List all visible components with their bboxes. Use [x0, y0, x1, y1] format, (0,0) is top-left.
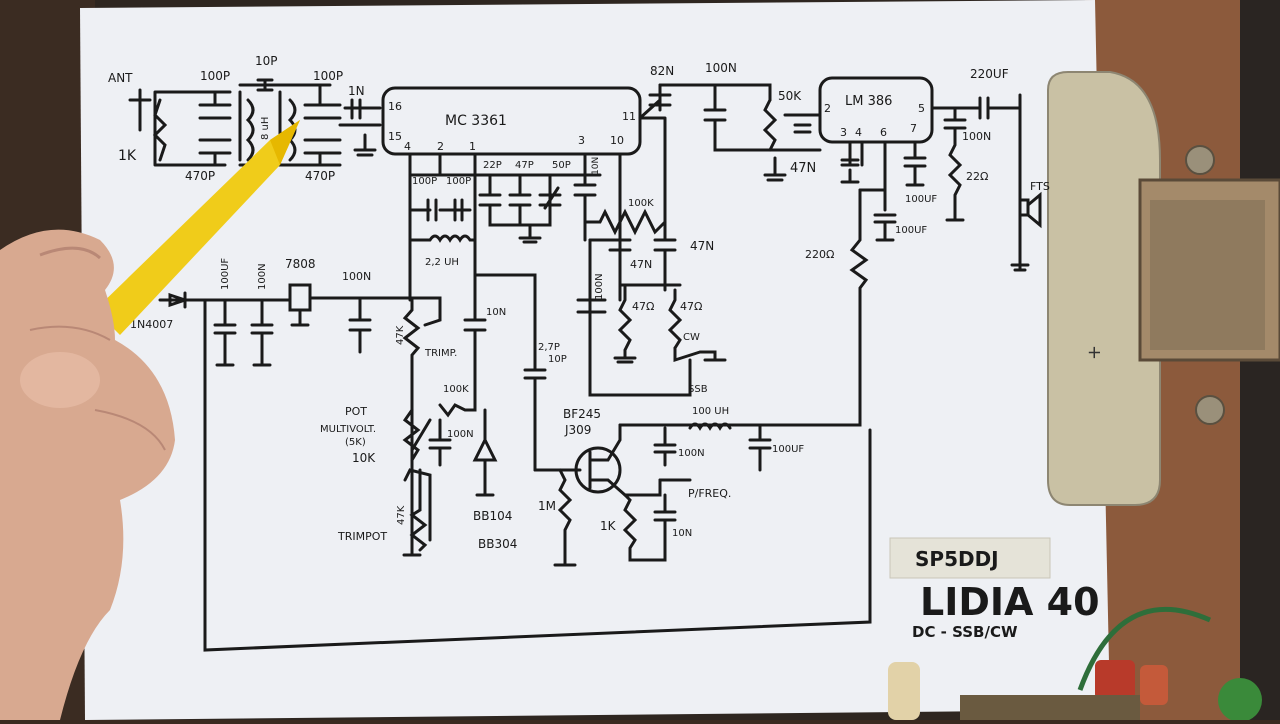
paper-sheet [80, 0, 1110, 720]
label-p-freq: P/FREQ. [688, 487, 731, 500]
label-ant: ANT [108, 71, 133, 85]
label-cw: CW [683, 332, 700, 343]
label-pin1: 1 [469, 140, 476, 153]
binder-clip: + [1047, 71, 1280, 506]
hand [0, 229, 175, 721]
project-title: LIDIA 40 [920, 580, 1100, 624]
label-r-220: 220Ω [805, 248, 834, 261]
label-c-220uf: 220UF [970, 67, 1009, 81]
label-lm-pin4: 4 [855, 126, 862, 139]
label-r-1k-src: 1K [600, 519, 617, 533]
label-pin4: 4 [404, 140, 411, 153]
label-c-47n-top: 47N [790, 161, 816, 176]
label-lm-pin6: 6 [880, 126, 887, 139]
yellow-pencil [95, 120, 300, 335]
label-l-100uh: 100 UH [692, 406, 729, 417]
label-r-47-b: 47Ω [680, 300, 702, 313]
schematic-labels: ANT 1K 100P 10P 100P 470P 470P 8 uH 1N M… [108, 54, 1050, 551]
label-reg-7808: 7808 [285, 257, 316, 271]
label-c-100uf-a: 100UF [905, 194, 937, 205]
label-c-10p-v: 10P [548, 354, 567, 365]
label-in-1n4007: 1N4007 [130, 318, 173, 331]
label-j309: J309 [564, 423, 591, 437]
label-c-10n-b: 10N [486, 307, 506, 318]
label-lm-pin2: 2 [824, 102, 831, 115]
label-c-100p-c: 100P [412, 176, 437, 187]
label-c-100n-reg: 100N [342, 270, 371, 283]
label-r-100k-b: 100K [443, 384, 469, 395]
label-c-100n-v: 100N [594, 273, 605, 300]
label-r-1m: 1M [538, 499, 556, 513]
label-pin3: 3 [578, 134, 585, 147]
label-r-47k-trim: 47K [395, 325, 406, 345]
label-c-100n-top: 100N [705, 61, 737, 75]
label-r-47k-bot: 47K [396, 505, 407, 525]
label-r-100k-a: 100K [628, 198, 654, 209]
label-l-8uh: 8 uH [260, 117, 271, 140]
label-bb104: BB104 [473, 509, 512, 523]
callsign-sticker: SP5DDJ [889, 537, 1051, 579]
label-c-100n-in: 100N [257, 263, 268, 290]
pcb-components [888, 606, 1262, 722]
label-pin2: 2 [437, 140, 444, 153]
label-c-47n-c: 47N [630, 258, 652, 271]
label-ssb: SSB [688, 384, 708, 395]
label-c-100uf-in: 100UF [220, 258, 231, 290]
project-subtitle: DC - SSB/CW [912, 623, 1018, 641]
label-mc3361: MC 3361 [445, 113, 507, 129]
label-bb304: BB304 [478, 537, 517, 551]
svg-text:+: + [1084, 345, 1105, 360]
label-pin15: 15 [388, 130, 402, 143]
label-fts: FTS [1030, 180, 1050, 193]
label-c-100n-c: 100N [678, 448, 705, 459]
label-c-10n-a: 10N [591, 157, 601, 175]
label-lm-pin5: 5 [918, 102, 925, 115]
label-pin10: 10 [610, 134, 624, 147]
label-c-1n: 1N [348, 84, 365, 98]
label-r-22: 22Ω [966, 170, 988, 183]
label-c-50p: 50P [552, 160, 571, 171]
label-c-100uf-b: 100UF [895, 225, 927, 236]
label-c-10n-src: 10N [672, 528, 692, 539]
label-bf245: BF245 [563, 407, 601, 421]
label-lm-pin7: 7 [910, 122, 917, 135]
label-c-47p: 47P [515, 160, 534, 171]
label-c-100n-r: 100N [962, 130, 991, 143]
label-lm386: LM 386 [845, 94, 892, 109]
label-c-22p: 22P [483, 160, 502, 171]
label-c-100uf-c: 100UF [772, 444, 804, 455]
label-c-2-7p: 2,7P [538, 342, 560, 353]
label-c-10p: 10P [255, 54, 278, 68]
schematic-wiring [128, 76, 1042, 652]
label-pot-5k: (5K) [345, 437, 366, 448]
label-c-100p-d: 100P [446, 176, 471, 187]
label-c-82n: 82N [650, 64, 674, 78]
label-r-1k-ant: 1K [118, 148, 137, 164]
label-lm-pin3: 3 [840, 126, 847, 139]
label-pot: POT [345, 405, 367, 418]
label-multivolt: MULTIVOLT. [320, 424, 376, 435]
label-pin16: 16 [388, 100, 402, 113]
label-c-100p-a: 100P [200, 69, 230, 83]
label-c-47n-b: 47N [690, 239, 714, 253]
label-r-50k: 50K [778, 89, 802, 103]
label-pin11: 11 [622, 110, 636, 123]
label-c-100p-b: 100P [313, 69, 343, 83]
label-c-470p-a: 470P [185, 169, 215, 183]
label-trimp: TRIMP. [424, 348, 457, 359]
label-trimpot: TRIMPOT [337, 530, 387, 543]
label-pot-10k: 10K [352, 451, 376, 465]
label-c-470p-b: 470P [305, 169, 335, 183]
label-c-100n-b: 100N [447, 429, 474, 440]
label-r-47-a: 47Ω [632, 300, 654, 313]
callsign-text: SP5DDJ [915, 547, 999, 571]
label-l-2-2uh: 2,2 UH [425, 257, 459, 268]
